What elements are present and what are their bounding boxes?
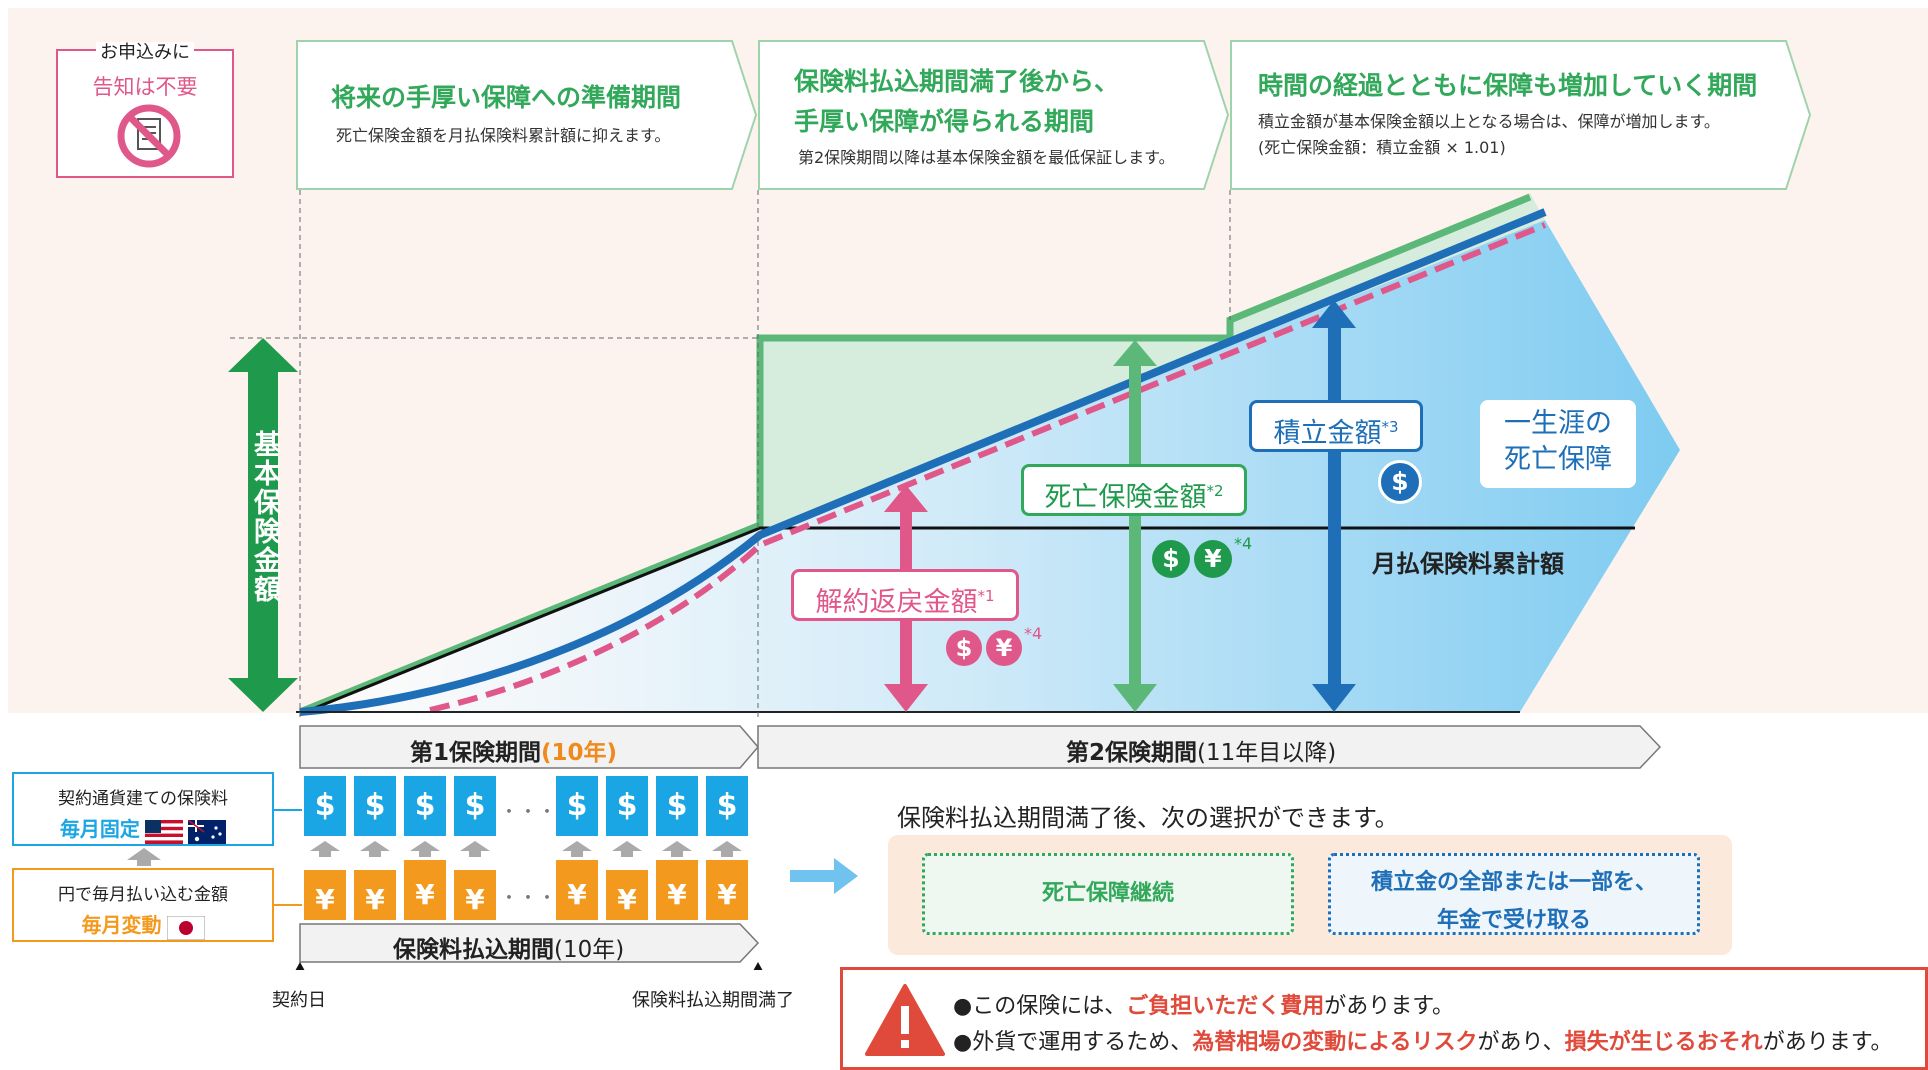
basic-amount-arrow: [228, 338, 298, 712]
up-arrow-icon: [662, 841, 692, 857]
phase-growth: 時間の経過とともに保障も増加していく期間 積立金額が基本保険金額以上となる場合は…: [1230, 40, 1812, 190]
yen-tile: ¥: [606, 870, 648, 920]
death-benefit-line: [298, 193, 1532, 716]
up-arrow-icon: [310, 841, 340, 857]
up-arrow-icon: [127, 848, 161, 866]
death-benefit-arrow: [1113, 340, 1157, 712]
payment-period-label: 保険料払込期間(10年): [393, 937, 625, 963]
accumulation-line: [299, 208, 1547, 716]
yen-tile: ¥: [454, 870, 496, 920]
dollar-tile: $: [454, 776, 496, 836]
up-arrow-icon: [410, 841, 440, 857]
phase-enhanced: 保険料払込期間満了後から、 手厚い保障が得られる期間 第2保険期間以降は基本保険…: [758, 40, 1230, 190]
cash-currency-note: *4: [1024, 624, 1043, 643]
basic-amount-label: 基本保険金額: [249, 430, 280, 604]
death-benefit-area: [300, 193, 1545, 712]
phase1-sub: 死亡保険金額を月払保険料累計額に抑えます。: [336, 126, 671, 145]
accumulation-label: 積立金額*3: [1249, 400, 1423, 452]
option-continue-death-benefit: 死亡保障継続: [922, 853, 1294, 935]
dollar-tile: $: [354, 776, 396, 836]
yen-tile: ¥: [304, 870, 346, 920]
dollar-tile: $: [556, 776, 598, 836]
contract-premium-box: 契約通貨建ての保険料 毎月固定: [12, 772, 274, 846]
warning-line1: ●この保険には、ご負担いただく費用があります。: [953, 994, 1455, 1019]
australia-flag-icon: [187, 818, 227, 844]
death-currency-note: *4: [1234, 534, 1253, 553]
cumulative-premium-label: 月払保険料累計額: [1372, 550, 1564, 578]
yen-tile: ¥: [354, 870, 396, 920]
yen-coin-icon: ¥: [986, 630, 1022, 666]
up-arrow-icon: [460, 841, 490, 857]
phase3-sub-l1: 積立金額が基本保険金額以上となる場合は、保障が増加します。: [1258, 112, 1720, 131]
phase3-title: 時間の経過とともに保障も増加していく期間: [1258, 71, 1758, 100]
us-flag-icon: [145, 819, 183, 844]
yen-tile: ¥: [556, 860, 598, 920]
dollar-tile: $: [606, 776, 648, 836]
second-period-label: 第2保険期間(11年目以降): [1066, 740, 1337, 766]
yen-tile: ¥: [404, 860, 446, 920]
notice-line1: お申込みに: [96, 42, 194, 63]
dollar-coin-icon: $: [946, 630, 982, 666]
up-arrow-icon: [712, 841, 742, 857]
options-intro: 保険料払込期間満了後、次の選択ができます。: [897, 804, 1399, 832]
dollar-ellipsis: ・・・: [500, 802, 557, 823]
risk-warning: ●この保険には、ご負担いただく費用があります。 ●外貨で運用するため、為替相場の…: [840, 967, 1928, 1070]
yen-premium-box: 円で毎月払い込む金額 毎月変動: [12, 868, 274, 942]
no-document-icon: [117, 104, 181, 168]
warning-line2: ●外貨で運用するため、為替相場の変動によるリスクがあり、損失が生じるおそれがあり…: [953, 1030, 1893, 1055]
yen-tile: ¥: [656, 860, 698, 920]
payment-end-label: 保険料払込期間満了: [632, 990, 794, 1011]
notice-line2: 告知は不要: [92, 75, 198, 99]
phase2-title-l2: 手厚い保障が得られる期間: [794, 107, 1095, 136]
dollar-tile: $: [404, 776, 446, 836]
first-period-label: 第1保険期間(10年): [410, 740, 618, 766]
phase2-sub: 第2保険期間以降は基本保険金額を最低保証します。: [798, 148, 1175, 167]
yen-coin-icon: ¥: [1194, 540, 1232, 578]
dollar-tile: $: [706, 776, 748, 836]
japan-flag-icon: [166, 915, 206, 940]
cash-value-label: 解約返戻金額*1: [791, 569, 1019, 621]
right-arrow-icon: [790, 858, 858, 894]
dollar-tile: $: [656, 776, 698, 836]
dollar-coin-icon: $: [1378, 460, 1422, 504]
phase2-title-l1: 保険料払込期間満了後から、: [794, 67, 1120, 96]
phase1-title: 将来の手厚い保障への準備期間: [331, 83, 682, 112]
cash-value-line: [429, 222, 1547, 713]
dollar-tile: $: [304, 776, 346, 836]
phase3-sub-l2: (死亡保険金額：積立金額 × 1.01): [1258, 138, 1506, 157]
lifetime-coverage-label: 一生涯の 死亡保障: [1480, 400, 1636, 488]
phase-preparation: 将来の手厚い保障への準備期間 死亡保険金額を月払保険料累計額に抑えます。: [296, 40, 758, 190]
yen-ellipsis: ・・・: [500, 888, 557, 909]
death-benefit-label: 死亡保険金額*2: [1021, 464, 1247, 516]
period-bars: [295, 725, 1662, 970]
up-arrow-icon: [562, 841, 592, 857]
warning-icon: [865, 984, 945, 1056]
cumulative-premium-line: [304, 526, 1635, 714]
contract-date-label: 契約日: [272, 990, 326, 1011]
coverage-chart: [228, 190, 1680, 720]
dollar-coin-icon: $: [1152, 540, 1190, 578]
yen-tile: ¥: [706, 860, 748, 920]
option-annuity: 積立金の全部または一部を、 年金で受け取る: [1328, 853, 1700, 935]
up-arrow-icon: [612, 841, 642, 857]
up-arrow-icon: [360, 841, 390, 857]
no-disclosure-notice: お申込みに 告知は不要: [56, 42, 234, 178]
